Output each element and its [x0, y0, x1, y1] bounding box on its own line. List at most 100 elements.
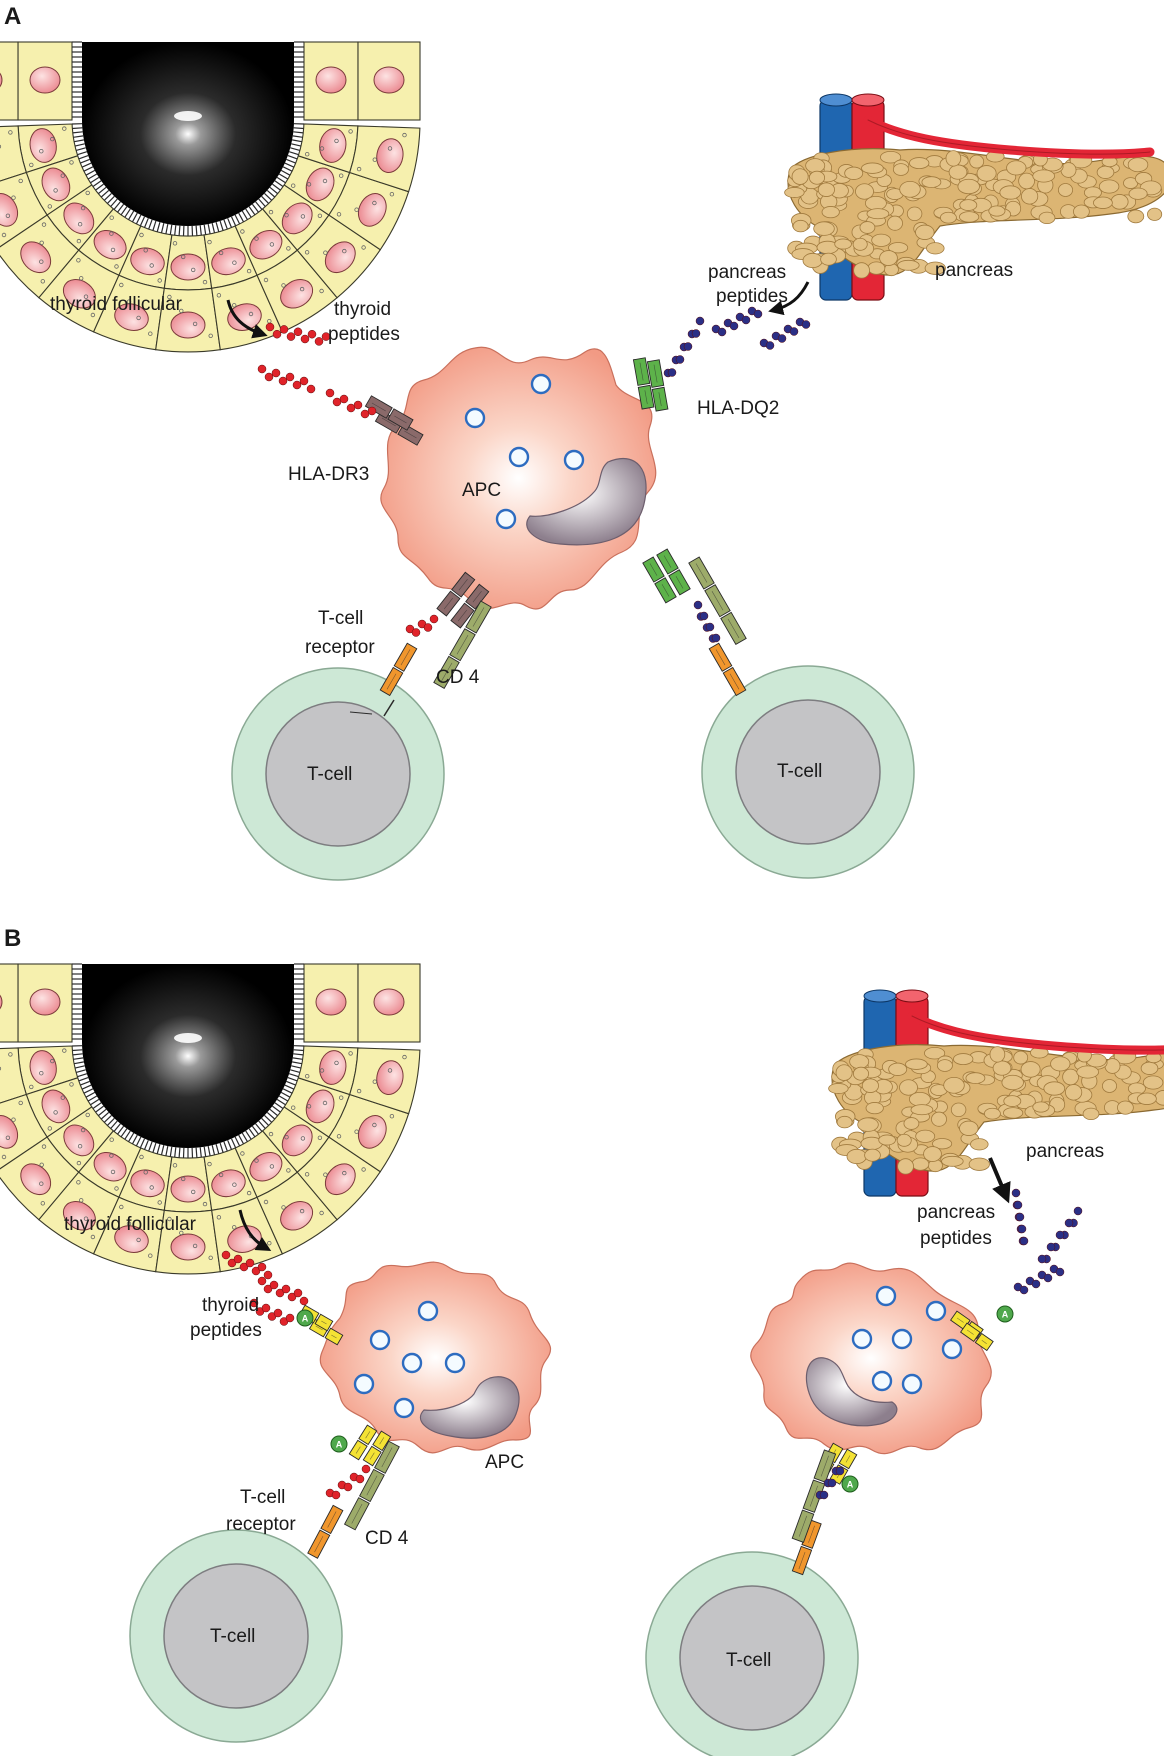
lobule — [990, 1047, 1005, 1063]
microvillus — [74, 140, 84, 142]
peptide-bead — [246, 1259, 254, 1267]
lobule — [858, 1118, 879, 1132]
lobule — [854, 263, 870, 278]
microvillus — [259, 199, 266, 207]
peptide-bead — [262, 1304, 270, 1312]
lobule — [860, 222, 875, 234]
lobule — [1128, 210, 1144, 223]
lobule — [1143, 1076, 1163, 1089]
lobule — [1065, 1084, 1081, 1100]
microvillus — [265, 1115, 272, 1122]
lobule — [1117, 1101, 1133, 1114]
label-thyroid-follicular-b: thyroid follicular — [64, 1214, 197, 1235]
microvillus — [170, 225, 172, 235]
peptide-bead — [1038, 1255, 1046, 1263]
artery-top — [896, 990, 928, 1002]
microvillus — [293, 136, 303, 137]
microvillus — [77, 152, 87, 155]
peptide-bead — [315, 337, 323, 345]
cell-nucleus — [316, 989, 346, 1015]
label-tcell-right-b: T-cell — [726, 1650, 771, 1671]
microvillus — [114, 1124, 120, 1132]
lobule — [984, 1108, 1000, 1119]
microvillus — [208, 1146, 210, 1156]
microvillus — [91, 177, 99, 182]
microvillus — [242, 1133, 247, 1142]
lobule — [926, 243, 944, 254]
cell-nucleus — [171, 312, 205, 338]
microvillus — [72, 1050, 82, 1051]
microvillus — [114, 202, 120, 210]
label-tcr-a-2: receptor — [305, 637, 375, 658]
colloid — [82, 964, 294, 1148]
vesicle — [419, 1302, 437, 1320]
peptide-bead — [1016, 1213, 1024, 1221]
microvillus — [73, 1058, 83, 1059]
vesicle — [943, 1340, 961, 1358]
vesicle — [565, 451, 583, 469]
vesicle — [893, 1330, 911, 1348]
microvillus — [86, 170, 95, 175]
peptide-bead — [694, 601, 702, 609]
peptide-bead — [1056, 1268, 1064, 1276]
peptide-bead — [264, 1271, 272, 1279]
microvillus — [286, 159, 295, 163]
lobule — [862, 1079, 878, 1093]
lobule — [897, 1134, 911, 1146]
peptide-bead — [820, 1491, 828, 1499]
peptide-bead — [828, 1479, 836, 1487]
microvillus — [84, 1089, 93, 1093]
label-tcr-b-1: T-cell — [240, 1487, 285, 1508]
microvillus — [72, 128, 82, 129]
drug-marker-letter: A — [336, 1440, 343, 1450]
microvillus — [149, 220, 152, 229]
microvillus — [228, 1140, 232, 1149]
lobule — [893, 164, 908, 176]
vesicle — [532, 375, 550, 393]
lobule — [809, 171, 824, 184]
label-pancreas-a: pancreas — [935, 260, 1013, 281]
lobule — [847, 1149, 866, 1163]
lobule — [907, 207, 922, 221]
lobule — [1033, 1102, 1049, 1112]
microvillus — [101, 190, 108, 197]
microvillus — [262, 1118, 269, 1125]
microvillus — [212, 223, 214, 233]
peptide-bead — [326, 389, 334, 397]
lobule — [898, 1159, 914, 1174]
vesicle — [853, 1330, 871, 1348]
cell-nucleus — [374, 989, 404, 1015]
peptide-bead — [412, 629, 420, 637]
microvillus — [216, 1144, 219, 1154]
microvillus — [121, 1129, 127, 1137]
microvillus — [289, 152, 299, 155]
peptide-bead — [1074, 1207, 1082, 1215]
peptide-bead — [368, 407, 376, 415]
microvillus — [74, 1062, 84, 1064]
artery-top — [852, 94, 884, 106]
vesicle — [403, 1354, 421, 1372]
microvillus — [294, 1050, 304, 1051]
lobule — [1077, 1066, 1099, 1078]
microvillus — [133, 213, 138, 222]
microvillus — [111, 1121, 118, 1129]
vesicle — [355, 1375, 373, 1393]
drug-marker: A — [842, 1476, 858, 1492]
microvillus — [77, 1074, 87, 1077]
label-pancreas-b: pancreas — [1026, 1141, 1104, 1162]
peptide-bead — [362, 1465, 370, 1473]
peptide-bead — [790, 328, 798, 336]
lobule — [942, 1156, 964, 1166]
pancreas-b — [829, 990, 1164, 1196]
peptide-bead — [294, 328, 302, 336]
microvillus — [79, 1078, 88, 1081]
microvillus — [82, 163, 91, 167]
lobule — [1019, 173, 1035, 189]
cd4 — [689, 557, 746, 644]
lobule — [915, 225, 934, 240]
microvillus — [239, 1135, 244, 1144]
microvillus — [259, 1121, 266, 1129]
microvillus — [104, 193, 111, 200]
